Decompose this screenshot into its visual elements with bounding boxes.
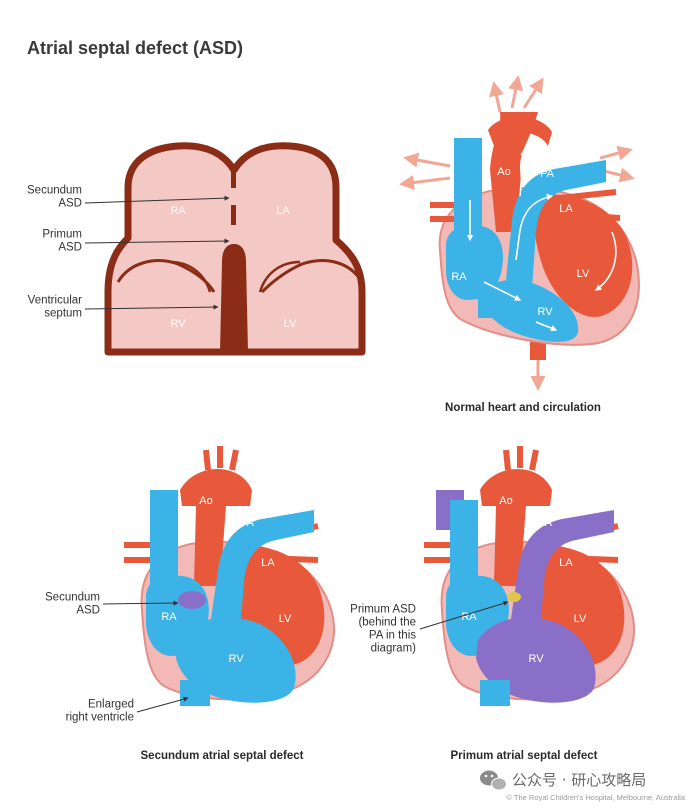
primum-inferior-vena-cava bbox=[480, 680, 510, 706]
schematic-label-rv: RV bbox=[170, 318, 186, 330]
secundum-inferior-vena-cava bbox=[180, 680, 210, 706]
normal-left-heart bbox=[534, 194, 633, 317]
pointer-secundum-asd bbox=[84, 195, 230, 204]
primum-label-ao: Ao bbox=[499, 495, 512, 507]
normal-caption: Normal heart and circulation bbox=[445, 402, 601, 414]
normal-label-pa: PA bbox=[540, 168, 555, 180]
secundum-label-pa: PA bbox=[240, 517, 255, 529]
primum-label-la: LA bbox=[559, 557, 573, 569]
normal-right-atrium bbox=[446, 225, 504, 300]
normal-aorta bbox=[490, 112, 538, 232]
normal-heart-panel: Ao PA LA RA LV RV Normal heart and circu… bbox=[399, 75, 640, 414]
normal-label-la: LA bbox=[559, 203, 573, 215]
primum-label-ra: RA bbox=[461, 611, 477, 623]
watermark-text: 公众号 · 研心攻略局 bbox=[512, 771, 646, 789]
normal-pulmonary-artery bbox=[506, 160, 606, 288]
primum-label-lv: LV bbox=[574, 613, 587, 625]
secundum-defect-shunt bbox=[178, 591, 206, 609]
pointer-secundum-defect bbox=[102, 600, 179, 606]
schematic-label-lv: LV bbox=[284, 318, 297, 330]
secundum-pulmonary-artery bbox=[210, 510, 314, 630]
normal-aortic-arch bbox=[488, 116, 552, 146]
pointer-primum-defect bbox=[419, 600, 509, 630]
primum-aorta bbox=[480, 469, 552, 586]
normal-label-rv: RV bbox=[537, 306, 553, 318]
atrial-septum-upper bbox=[231, 168, 236, 188]
normal-label-ra: RA bbox=[451, 271, 467, 283]
copyright-credit: © The Royal Children's Hospital, Melbour… bbox=[506, 793, 685, 802]
primum-defect-marker bbox=[507, 592, 521, 602]
secundum-label-ra: RA bbox=[161, 611, 177, 623]
schematic-label-la: LA bbox=[276, 205, 290, 217]
secundum-label-rv: RV bbox=[228, 653, 244, 665]
secundum-label-la: LA bbox=[261, 557, 275, 569]
schematic-valve-arcs bbox=[169, 260, 301, 293]
primum-label-rv: RV bbox=[528, 653, 544, 665]
secundum-caption: Secundum atrial septal defect bbox=[141, 750, 304, 762]
pointer-primum-asd bbox=[84, 238, 230, 244]
secundum-label-lv: LV bbox=[279, 613, 292, 625]
pointer-enlarged-right-ventricle bbox=[136, 696, 189, 713]
watermark: 公众号 · 研心攻略局 bbox=[480, 770, 646, 791]
secundum-arch-branches bbox=[203, 446, 239, 471]
primum-label-pa: PA bbox=[538, 517, 553, 529]
page-title: Atrial septal defect (ASD) bbox=[27, 38, 243, 58]
normal-label-lv: LV bbox=[577, 268, 590, 280]
primum-caption: Primum atrial septal defect bbox=[451, 750, 598, 762]
normal-outflow-arrows bbox=[399, 75, 635, 391]
atrial-septum-mid bbox=[231, 205, 236, 225]
wechat-icon bbox=[480, 770, 507, 791]
normal-label-ao: Ao bbox=[497, 166, 510, 178]
pointer-ventricular-septum bbox=[84, 304, 219, 310]
ventricular-septum-shape bbox=[220, 244, 248, 352]
primum-pulmonary-artery bbox=[510, 510, 614, 630]
secundum-label-ao: Ao bbox=[199, 495, 212, 507]
schematic-label-ra: RA bbox=[170, 205, 186, 217]
primum-arch-branches bbox=[503, 446, 539, 471]
normal-flow-arrows bbox=[466, 148, 617, 332]
secundum-aorta bbox=[180, 469, 252, 586]
